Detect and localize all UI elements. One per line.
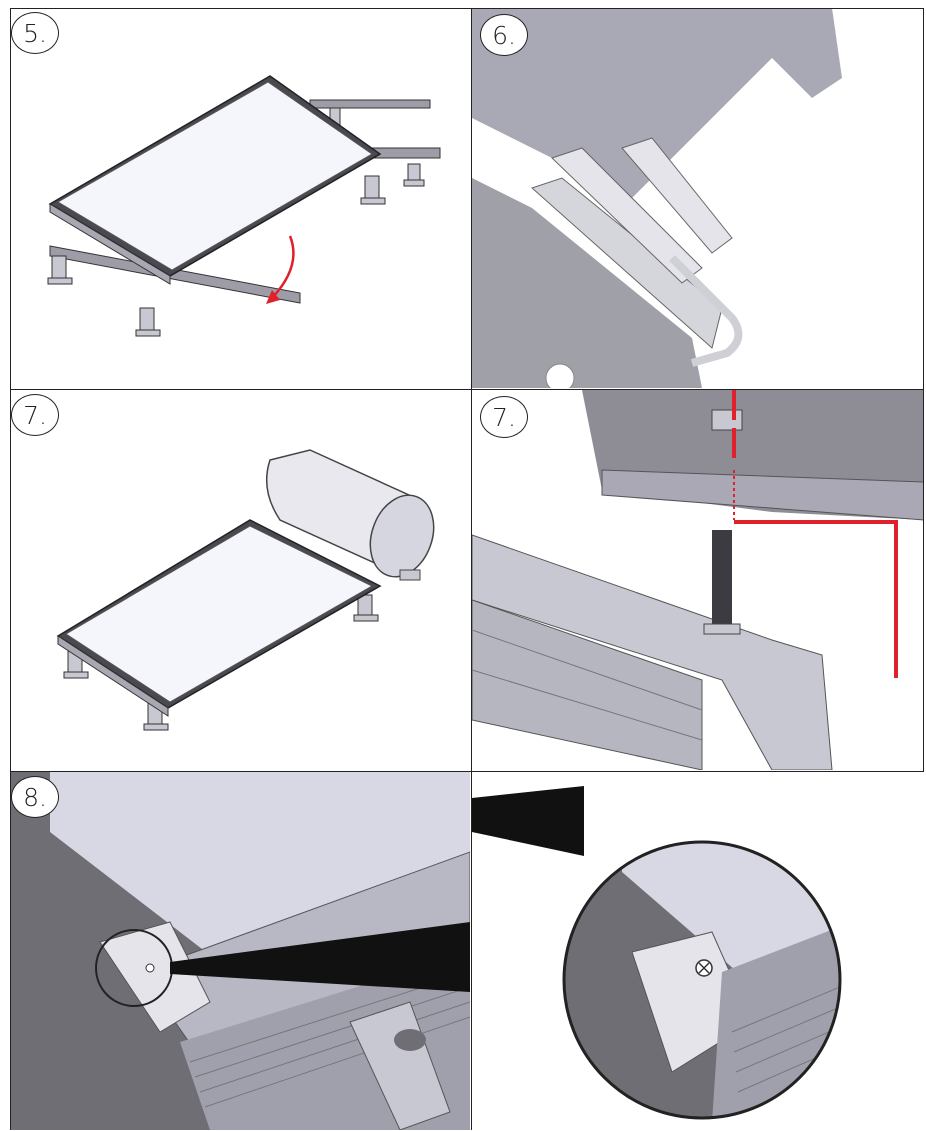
panel-step-6: 6.	[472, 8, 924, 388]
panel-step-7-bolt: 7.	[472, 390, 924, 770]
grid-border	[10, 8, 924, 9]
grid-divider	[10, 771, 924, 772]
grid-divider	[471, 8, 472, 1130]
collector-with-tank-illustration	[56, 449, 435, 731]
step-badge: 7.	[480, 396, 528, 438]
grid-border	[10, 8, 11, 1130]
step-badge: 8.	[11, 776, 59, 818]
step-badge: 6.	[480, 14, 528, 56]
panel-magnified-detail	[472, 772, 924, 1130]
bolt-detail-illustration	[472, 390, 924, 770]
panel-step-8: 8.	[10, 772, 470, 1130]
panel-step-7-tank: 7.	[10, 390, 470, 770]
step-badge: 7.	[11, 394, 59, 436]
panel-step-5: 5.	[10, 8, 470, 388]
magnified-screw-illustration	[472, 786, 842, 1120]
rotation-arrow-icon	[271, 235, 295, 299]
instruction-grid: 5. 6.	[10, 8, 924, 1130]
profile-closeup-illustration	[472, 8, 842, 388]
screw-detail-illustration	[10, 772, 470, 1130]
grid-divider	[10, 389, 924, 390]
collector-on-frame-illustration	[47, 75, 441, 337]
grid-border	[923, 8, 924, 772]
step-badge: 5.	[11, 12, 59, 54]
